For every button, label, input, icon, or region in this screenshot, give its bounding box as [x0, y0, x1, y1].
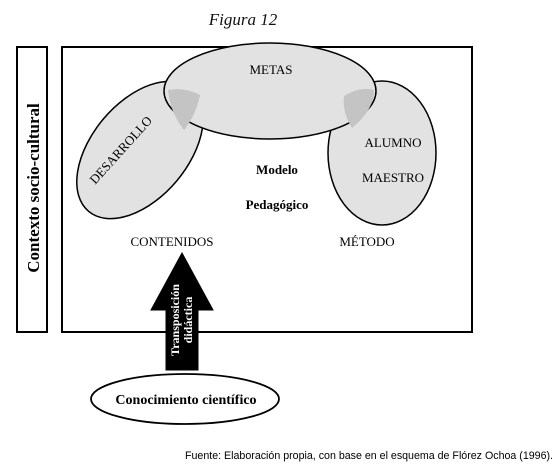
context-box: [16, 46, 48, 333]
knowledge-ellipse: [90, 373, 280, 425]
alumno-label: ALUMNO: [364, 135, 421, 150]
ellipse-group: [76, 42, 437, 226]
arrow-label-line1: Transposición: [168, 284, 182, 356]
arrow-label-line2: didáctica: [181, 297, 195, 344]
maestro-label: MAESTRO: [362, 170, 424, 185]
overlap-right: [343, 88, 374, 128]
method-label: MÉTODO: [339, 234, 394, 249]
knowledge-label: Conocimiento científico: [115, 393, 256, 408]
contents-label: CONTENIDOS: [130, 234, 213, 249]
ellipse-metas: [163, 42, 377, 140]
overlap-left: [168, 89, 200, 130]
figure-title: Figura 12: [208, 10, 278, 29]
metas-label: METAS: [249, 62, 292, 77]
source-note: Fuente: Elaboración propia, con base en …: [185, 450, 553, 462]
model-label-line2: Pedagógico: [246, 197, 309, 212]
transposition-arrow: [150, 251, 214, 371]
model-label-line1: Modelo: [256, 162, 298, 177]
context-label: Contexto socio-cultural: [24, 103, 43, 273]
